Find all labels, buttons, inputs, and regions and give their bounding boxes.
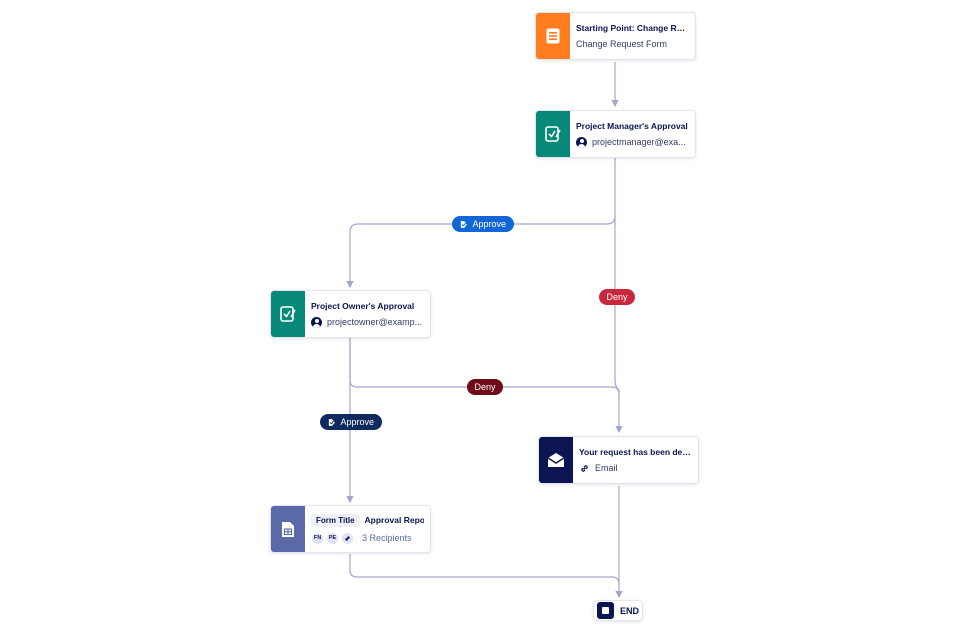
- approval-icon: [280, 306, 296, 322]
- report-icon: [282, 521, 294, 537]
- po-approval-icon-box: [271, 291, 305, 337]
- user-icon: [576, 136, 587, 148]
- deny-label: Deny: [606, 292, 628, 302]
- deny-badge[interactable]: Deny: [467, 379, 503, 395]
- report-recipients: 3 Recipients: [362, 533, 412, 543]
- edge-report-end: [349, 554, 620, 585]
- deny-badge[interactable]: Deny: [599, 289, 635, 305]
- po-approval-assignee: projectowner@examp...: [327, 317, 423, 327]
- approve-badge[interactable]: Approve: [320, 414, 382, 430]
- start-node-title: Starting Point: Change Requ...: [576, 23, 689, 33]
- po-approval-title: Project Owner's Approval: [311, 300, 415, 311]
- link-recipient-icon: [341, 531, 354, 545]
- report-icon-box: [271, 506, 305, 552]
- approve-label: Approve: [340, 417, 374, 427]
- pm-approval-icon-box: [536, 111, 570, 157]
- approve-badge[interactable]: Approve: [452, 216, 514, 232]
- approve-icon: [460, 220, 467, 228]
- denied-email-icon-box: [539, 437, 573, 483]
- start-node[interactable]: Starting Point: Change Requ... Change Re…: [535, 12, 696, 60]
- email-icon: [547, 453, 565, 467]
- start-node-icon-box: [536, 13, 570, 59]
- pm-approval-title: Project Manager's Approval: [576, 120, 688, 131]
- link-icon: [581, 464, 588, 472]
- end-node[interactable]: END: [593, 600, 643, 621]
- end-label: END: [619, 605, 639, 616]
- stop-icon: [597, 602, 614, 619]
- user-icon: [311, 316, 322, 328]
- form-icon: [546, 28, 560, 44]
- denied-email-title: Your request has been denied.: [579, 446, 692, 457]
- report-title: Approval Report: [364, 515, 424, 525]
- po-approval-node[interactable]: Project Owner's Approval projectowner@ex…: [270, 290, 431, 338]
- report-node[interactable]: Form Title Approval Report FN PE 3 Recip…: [270, 505, 431, 553]
- denied-email-node[interactable]: Your request has been denied. Email: [538, 436, 699, 484]
- denied-email-type: Email: [595, 463, 618, 473]
- recipient-avatar: FN: [311, 531, 324, 545]
- form-title-chip: Form Title: [311, 513, 360, 527]
- approve-label: Approve: [472, 219, 506, 229]
- report-title-row: Form Title Approval Report: [311, 513, 424, 527]
- pm-approval-node[interactable]: Project Manager's Approval projectmanage…: [535, 110, 696, 158]
- approval-icon: [545, 126, 561, 142]
- edge-pm-deny: [614, 216, 623, 434]
- pm-approval-assignee: projectmanager@exa...: [592, 137, 686, 147]
- start-node-subtitle: Change Request Form: [576, 39, 668, 49]
- deny-label: Deny: [474, 382, 496, 392]
- recipient-avatar: PE: [326, 531, 339, 545]
- approve-icon: [328, 418, 335, 426]
